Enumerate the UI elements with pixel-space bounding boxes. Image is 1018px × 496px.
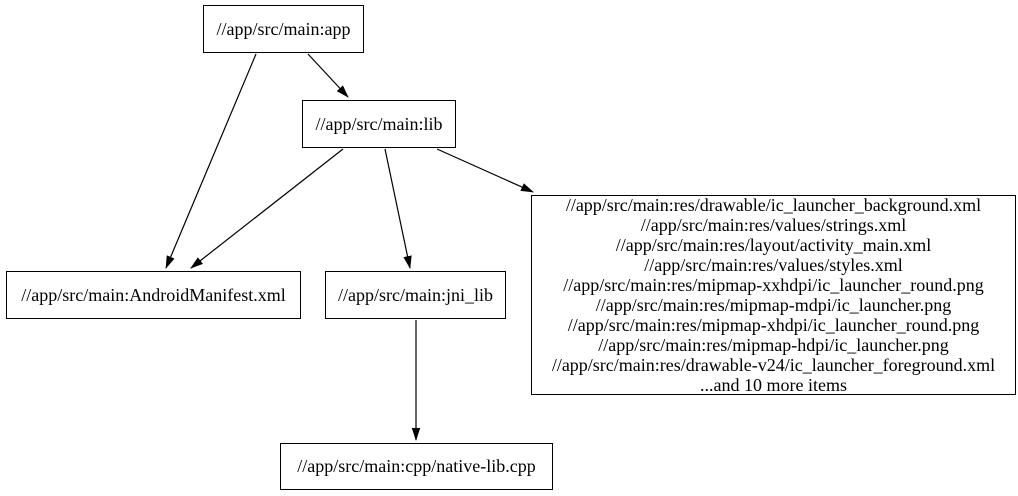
resource-item: //app/src/main:res/mipmap-xhdpi/ic_launc…	[567, 315, 980, 335]
node-native-lib-cpp: //app/src/main:cpp/native-lib.cpp	[280, 443, 553, 490]
resource-item: //app/src/main:res/mipmap-xxhdpi/ic_laun…	[563, 275, 984, 295]
node-resources-group: //app/src/main:res/drawable/ic_launcher_…	[531, 195, 1016, 395]
node-app: //app/src/main:app	[203, 5, 364, 53]
resource-item: //app/src/main:res/layout/activity_main.…	[615, 235, 932, 255]
resource-item: //app/src/main:res/values/styles.xml	[644, 255, 903, 275]
node-lib-label: //app/src/main:lib	[315, 113, 443, 134]
resource-item: //app/src/main:res/values/strings.xml	[640, 215, 907, 235]
resource-item: //app/src/main:res/mipmap-mdpi/ic_launch…	[595, 295, 952, 315]
edge-lib-to-jni-lib	[384, 148, 412, 269]
resource-more-items: ...and 10 more items	[700, 375, 847, 395]
resource-item: //app/src/main:res/drawable/ic_launcher_…	[565, 195, 982, 215]
edge-lib-to-manifest	[190, 148, 344, 269]
edge-app-to-lib	[307, 53, 349, 98]
resource-item: //app/src/main:res/mipmap-hdpi/ic_launch…	[598, 335, 949, 355]
node-native-lib-cpp-label: //app/src/main:cpp/native-lib.cpp	[297, 456, 536, 476]
node-lib: //app/src/main:lib	[302, 100, 456, 148]
node-jni-lib: //app/src/main:jni_lib	[325, 271, 506, 319]
node-app-label: //app/src/main:app	[216, 18, 351, 39]
node-android-manifest-label: //app/src/main:AndroidManifest.xml	[21, 284, 286, 305]
resource-item: //app/src/main:res/drawable-v24/ic_launc…	[551, 355, 996, 375]
node-android-manifest: //app/src/main:AndroidManifest.xml	[6, 271, 301, 319]
edge-lib-to-resources	[436, 148, 534, 193]
edge-app-to-manifest	[165, 53, 257, 269]
node-jni-lib-label: //app/src/main:jni_lib	[338, 284, 493, 305]
